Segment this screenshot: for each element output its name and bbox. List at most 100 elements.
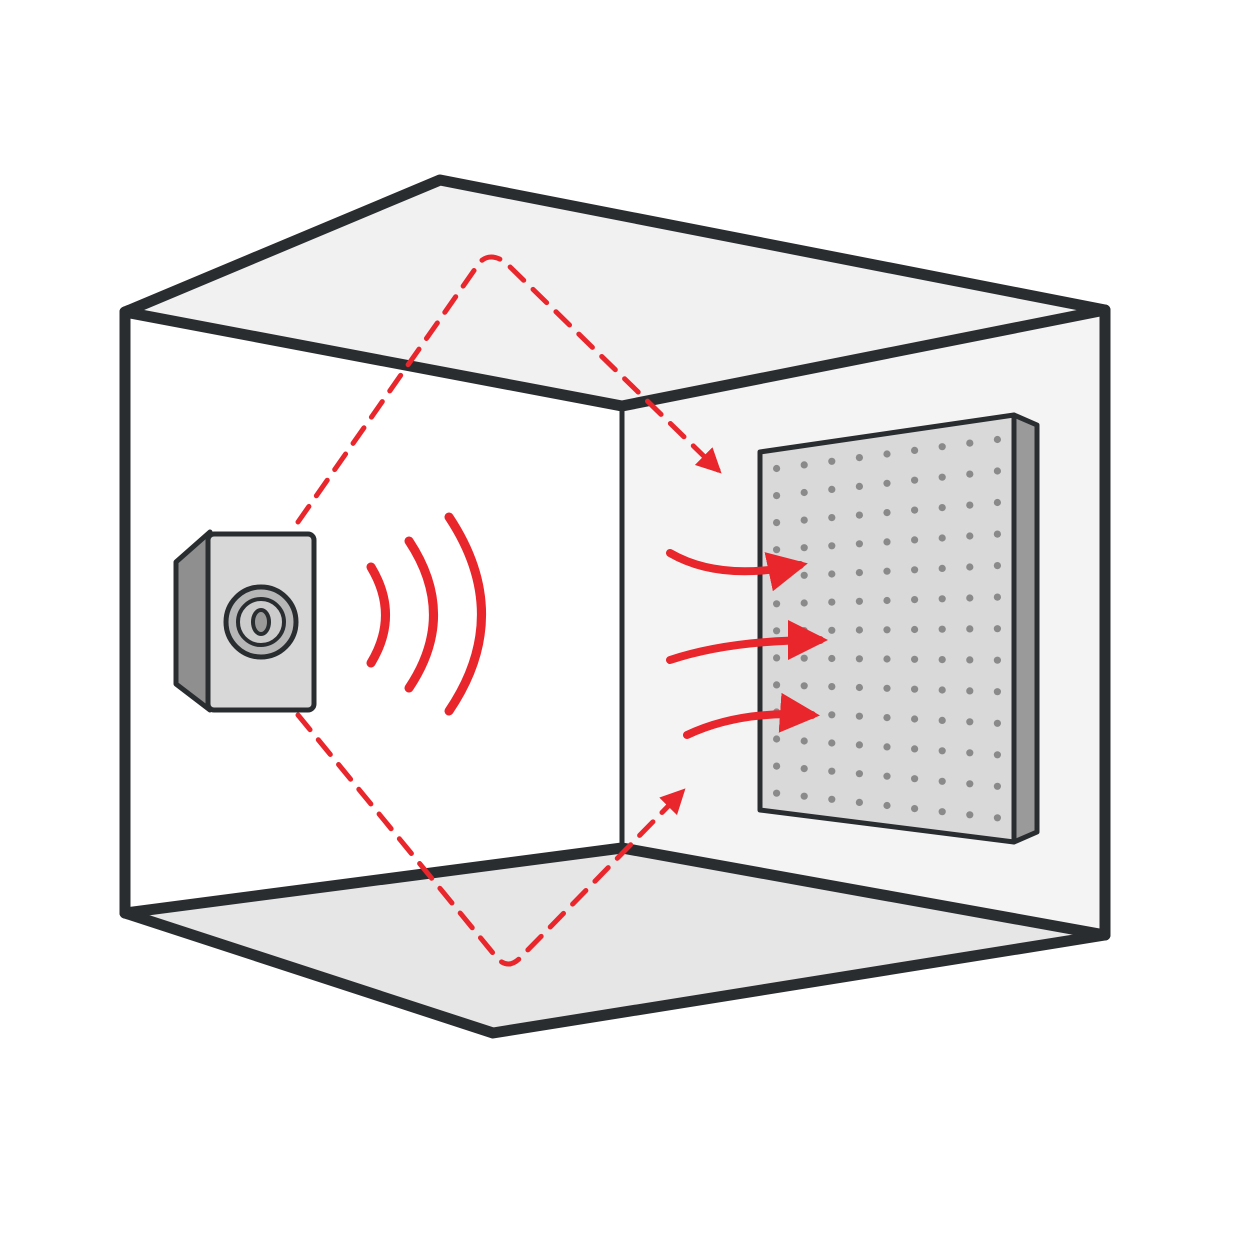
room-edge-top-back [616,304,1111,412]
panel-hole [773,654,781,662]
panel-hole [828,570,836,578]
panel-hole [938,625,946,633]
panel-hole [911,446,919,454]
panel-hole [911,685,919,693]
panel-hole [993,688,1002,696]
panel-hole [883,772,891,780]
panel-hole [966,718,974,726]
panel-hole [773,492,781,500]
speaker-side [173,529,213,713]
panel-hole [855,626,864,634]
panel-hole [966,501,974,509]
ceiling [125,180,1105,406]
panel-hole [938,747,946,755]
panel-hole [883,714,891,722]
reflected-sound-paths [295,254,722,967]
speaker-dustcap [251,608,271,636]
panel-hole [855,569,864,577]
ceiling-reflection-path [295,254,722,525]
panel-hole [938,595,946,603]
panel-hole [911,536,919,544]
panel-hole [938,473,946,481]
panel-hole [966,470,974,478]
panel-hole [828,485,836,493]
panel-hole [993,751,1002,759]
panel-hole [911,655,919,663]
panel-hole [966,811,974,819]
panel-hole [800,516,808,524]
panel-hole [828,739,836,747]
direct-arrow-top [666,549,808,592]
panel-hole [883,626,891,634]
panel-hole [800,599,808,607]
panel-hole [883,596,891,605]
panel-hole [993,782,1002,790]
panel-hole [911,745,919,753]
panel-hole [800,627,808,635]
panel-hole [883,684,891,692]
room-edge-bottom-front [119,842,628,919]
panel-hole [828,598,836,606]
panel-hole [855,597,864,605]
direct-arrow-middle [666,620,828,664]
panel-hole [828,683,836,691]
panel-hole [883,479,891,487]
panel-hole [911,506,919,514]
direct-sound-arrows [666,549,828,739]
panel-hole [966,563,974,571]
panel-hole [828,767,836,775]
panel-hole [938,777,946,785]
panel-hole [993,498,1002,507]
panel-hole [911,476,919,484]
panel-hole [800,654,808,662]
speaker-icon [173,529,317,713]
panel-hole [855,655,864,663]
panel-hole [993,656,1002,664]
panel-hole [855,712,864,720]
panel-hole [966,594,974,602]
panel-hole [828,514,836,522]
panel-hole [828,654,836,663]
panel-hole [911,596,919,604]
panel-hole [938,808,946,816]
panel-hole [883,567,891,575]
panel-hole [993,814,1002,822]
panel-hole [828,542,836,550]
panel-hole [800,737,808,745]
panel-hole [993,435,1002,444]
room-edge-top-front [119,306,628,412]
panel-hole [800,765,808,773]
panel-hole [966,656,974,664]
panel-hole [800,571,808,579]
panel-hole [993,719,1002,727]
panel-hole [855,454,864,462]
direct-arrow-bottom [683,692,820,739]
panel-hole [773,464,781,473]
sound-wave-arc-1 [366,562,390,668]
panel-hole [828,795,836,803]
panel-hole [966,749,974,757]
panel-hole [800,544,808,552]
sound-wave-arc-3 [444,512,486,716]
panel-hole [966,625,974,633]
panel-hole [911,625,919,634]
panel-hole [855,482,864,490]
panel-hole [883,508,891,517]
panel-hole [938,443,946,451]
panel-hole [828,626,836,634]
panel-hole [966,687,974,695]
room-edge-bottom-back [616,842,1111,941]
panel-hole [938,564,946,573]
panel-side [1011,412,1040,845]
panel-hole [883,655,891,663]
left-wall [125,312,622,913]
panel-hole [800,682,808,690]
panel-hole [773,789,781,797]
panel-hole [773,573,781,581]
panel-hole [993,625,1002,633]
panel-hole [883,743,891,751]
sound-wave-icon [366,512,486,716]
panel-hole [966,439,974,447]
panel-hole [800,488,808,497]
